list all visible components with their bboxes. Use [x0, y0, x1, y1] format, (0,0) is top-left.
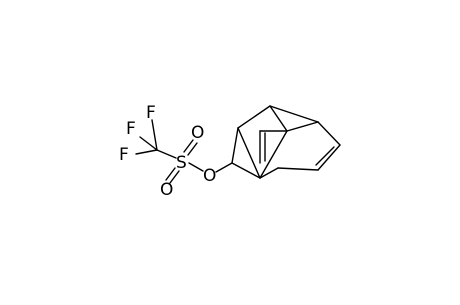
bond-c-f1: [151, 119, 158, 151]
atom-label-f1: F: [146, 103, 156, 123]
bond-cage-7: [259, 130, 288, 179]
bond-cage-5: [269, 105, 288, 132]
bond-ring-2: [317, 144, 341, 171]
bond-cage-9: [277, 167, 319, 171]
bond-s-o-bottom-a: [165, 167, 176, 181]
atom-label-f2: F: [126, 119, 136, 139]
bond-s-o-top-a: [183, 139, 194, 153]
atom-label-o-ester: O: [203, 166, 216, 186]
bond-c-f2: [139, 136, 158, 151]
bond-cage-8: [259, 167, 279, 179]
bond-o-c-ester: [215, 162, 233, 173]
atom-label-o-bottom: O: [160, 180, 173, 200]
bond-s-o-ester: [188, 162, 204, 172]
bond-c-f3: [135, 149, 158, 155]
bond-s-o-bottom-b: [169, 170, 180, 184]
bond-cage-2: [231, 162, 261, 179]
bond-c-s: [156, 149, 177, 159]
atom-label-o-top: O: [191, 123, 204, 143]
bond-s-o-top-b: [187, 142, 198, 156]
bond-ring-1: [317, 121, 341, 146]
bond-cage-10: [286, 121, 319, 132]
atom-label-f3: F: [119, 145, 129, 165]
bond-cage-6: [237, 127, 261, 179]
atom-label-s: S: [176, 153, 187, 173]
bond-ring-double: [315, 146, 335, 166]
bond-cage-1: [231, 127, 239, 164]
bond-cage-3: [237, 105, 271, 129]
bond-cage-4: [269, 105, 319, 123]
